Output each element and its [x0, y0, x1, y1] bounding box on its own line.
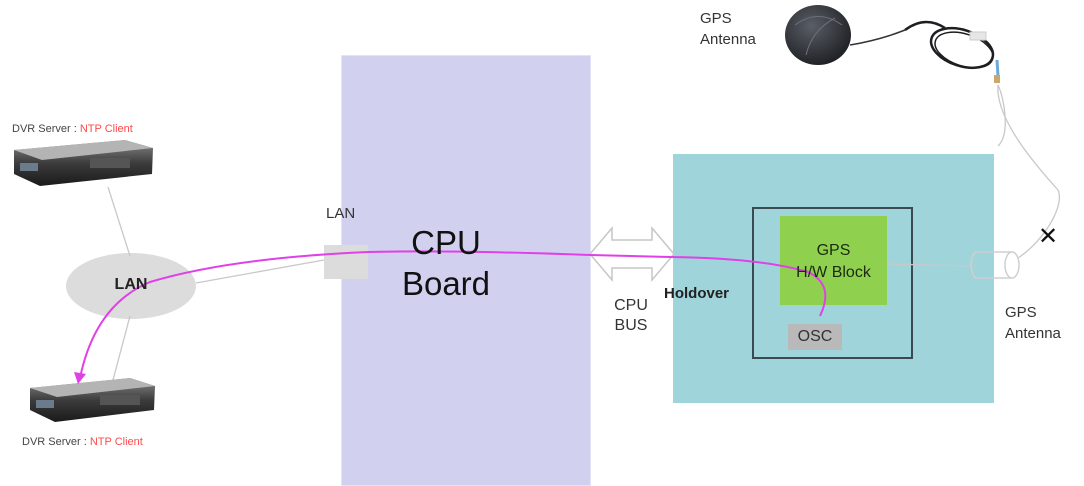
gps-antenna-top-label-line1: GPS [700, 10, 732, 27]
dvr-server-bottom-role: NTP Client [89, 436, 143, 448]
antenna-cable [997, 84, 1060, 259]
dvr-server-top-name: DVR Server : [12, 123, 80, 135]
dvr-server-top-caption: DVR Server : NTP Client [12, 123, 133, 135]
gps-antenna-connector-label-line2: Antenna [1005, 325, 1061, 342]
gps-hw-block-label: GPS H/W Block [780, 240, 887, 284]
cpu-bus-label: CPU BUS [606, 296, 656, 336]
lan-network-label: LAN [114, 276, 148, 293]
gps-hw-block [780, 216, 887, 305]
cpu-board-label-line2: Board [401, 265, 491, 302]
gps-antenna-puck-icon [785, 5, 906, 65]
gps-hw-block-label-line1: GPS [816, 242, 851, 259]
signal-arrowhead-icon [74, 372, 86, 384]
link-top-server-lan [107, 186, 131, 257]
cpu-bus-label-line1: CPU [614, 297, 648, 314]
gps-antenna-coil-icon [904, 20, 1000, 83]
lan-port-label: LAN [326, 205, 356, 222]
cpu-bus-arrow-icon [589, 225, 675, 283]
gps-antenna-top-label-line2: Antenna [700, 31, 756, 48]
dvr-server-top-role: NTP Client [79, 123, 133, 135]
disconnect-mark-icon: ✕ [1038, 222, 1058, 250]
dvr-server-bottom-icon [30, 378, 155, 422]
cpu-board-label: CPU Board [341, 222, 551, 304]
gps-antenna-top-label: GPS Antenna [700, 8, 756, 50]
gps-hw-block-label-line2: H/W Block [796, 264, 871, 281]
lan-network-cloud [66, 253, 196, 319]
osc-box [788, 324, 842, 350]
gps-antenna-connector-label-line1: GPS [1005, 304, 1037, 321]
dvr-server-bottom-name: DVR Server : [22, 436, 90, 448]
lan-port [324, 245, 368, 279]
ntp-signal-path [79, 250, 827, 379]
osc-label: OSC [797, 328, 833, 345]
gps-module-frame [752, 207, 913, 359]
holdover-label: Holdover [664, 285, 730, 302]
link-lan-port [195, 259, 325, 284]
cpu-board [341, 55, 591, 486]
gps-antenna-connector-label: GPS Antenna [1005, 302, 1061, 344]
dvr-server-bottom-caption: DVR Server : NTP Client [22, 436, 143, 448]
dvr-server-top-icon [14, 140, 153, 186]
gps-rf-line [886, 263, 976, 267]
coax-connector-icon [970, 251, 1020, 279]
network-links [107, 84, 1060, 381]
cpu-bus-label-line2: BUS [614, 317, 648, 334]
link-bottom-server-lan [112, 315, 131, 381]
cpu-board-label-line1: CPU [411, 224, 481, 261]
